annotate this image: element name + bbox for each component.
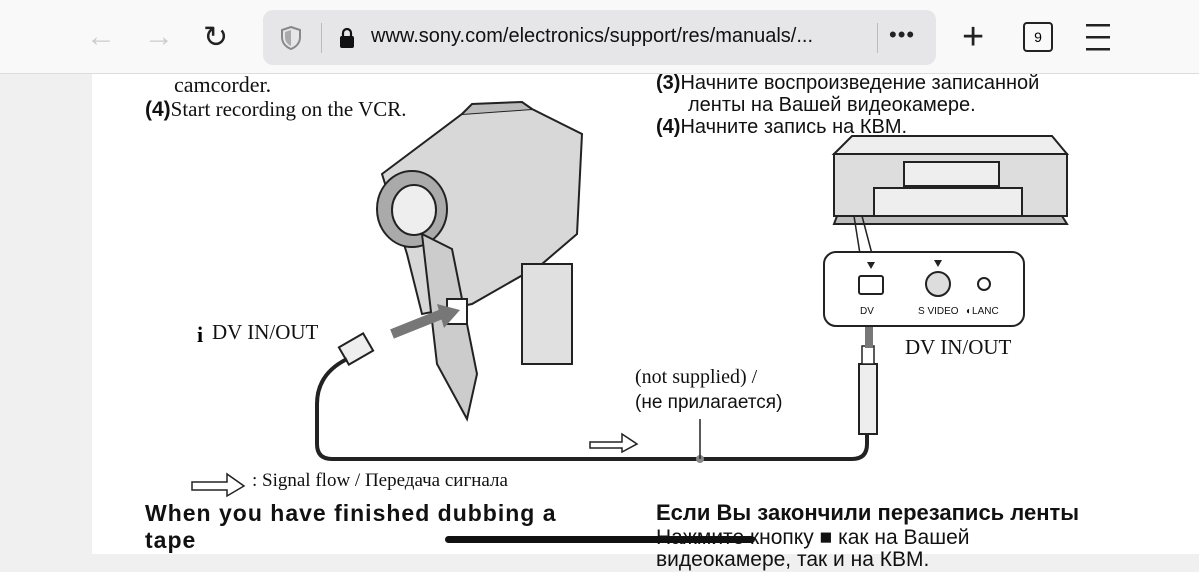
url-bar[interactable]: www.sony.com/electronics/support/res/man… <box>263 10 936 65</box>
pdf-page: camcorder. (4)Start recording on the VCR… <box>92 72 1199 571</box>
home-indicator[interactable] <box>445 536 755 543</box>
cable-note-ru: (не прилагается) <box>635 392 783 413</box>
section-heading-ru: Если Вы закончили перезапись ленты <box>656 500 1080 525</box>
step-text: Начните запись на КВМ. <box>680 116 908 138</box>
lock-icon <box>340 27 354 48</box>
cable-note-en: (not supplied) / <box>635 366 758 388</box>
port-panel <box>823 251 1025 327</box>
step-number: (3) <box>656 72 681 94</box>
body-text-ru: видеокамере, так и на КВМ. <box>656 548 930 571</box>
url-text[interactable]: www.sony.com/electronics/support/res/man… <box>371 25 814 47</box>
step-text: Start recording on the VCR. <box>170 97 407 121</box>
dv-cable <box>315 357 869 461</box>
cable-plug-right <box>858 363 878 435</box>
camcorder-illustration <box>376 100 584 422</box>
lanc-port <box>977 277 991 291</box>
legend-arrow-icon <box>191 472 246 498</box>
new-tab-icon[interactable]: + <box>962 15 985 58</box>
signal-flow-arrow <box>589 432 639 454</box>
tab-count-button[interactable]: 9 <box>1023 22 1053 52</box>
dv-label-left: DV IN/OUT <box>212 320 319 344</box>
more-icon[interactable]: ••• <box>889 22 916 47</box>
port-label-svideo: S VIDEO <box>918 306 959 317</box>
dv-logo-icon: i <box>197 322 203 347</box>
step-number: (4) <box>145 98 171 121</box>
dv-port <box>858 275 884 295</box>
step-text: Начните воспроизведение записанной <box>680 72 1040 94</box>
forward-arrow-icon[interactable]: → <box>144 20 174 53</box>
section-heading-en: When you have finished dubbing a <box>145 500 557 526</box>
svideo-port <box>925 271 951 297</box>
body-text-ru: Нажмите кнопку ■ как на Вашей <box>656 526 970 549</box>
shield-icon[interactable] <box>281 26 301 50</box>
reload-icon[interactable]: ↻ <box>203 20 229 54</box>
vcr-illustration <box>831 135 1070 225</box>
port-label-dv: DV <box>860 306 874 317</box>
step-text: ленты на Вашей видеокамере. <box>688 94 976 116</box>
legend-text: : Signal flow / Передача сигнала <box>252 470 508 491</box>
divider <box>877 23 878 53</box>
signal-arrow-camcorder <box>390 309 444 339</box>
port-label-lanc: LANC <box>972 306 999 317</box>
connection-diagram: i <box>191 100 1070 498</box>
dv-label-right: DV IN/OUT <box>905 335 1012 359</box>
divider <box>321 23 322 53</box>
back-arrow-icon[interactable]: ← <box>86 20 116 53</box>
prev-text: camcorder. <box>174 72 272 97</box>
cable-plug-left <box>337 331 375 367</box>
step-number: (4) <box>656 116 681 138</box>
browser-toolbar: ← → ↻ www.sony.com/electronics/support/r… <box>0 0 1199 74</box>
section-heading-en: tape <box>145 527 197 553</box>
menu-icon[interactable] <box>1086 22 1110 52</box>
